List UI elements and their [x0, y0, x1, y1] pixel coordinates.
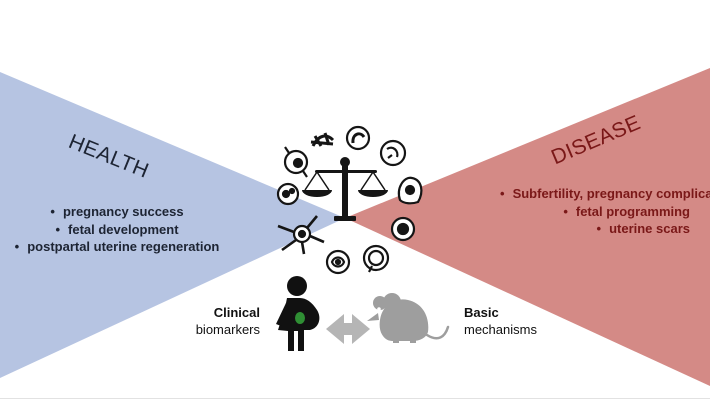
- health-list: pregnancy success fetal development post…: [4, 203, 230, 256]
- cell-icon: [325, 249, 351, 275]
- cell-icon: [277, 215, 325, 255]
- cell-icon: [283, 146, 309, 178]
- cell-icon: [276, 182, 300, 206]
- cell-icon: [362, 244, 390, 273]
- basic-label-line2: mechanisms: [464, 322, 537, 337]
- cell-icon: [397, 176, 423, 205]
- cell-icon-ring: [276, 125, 423, 275]
- cell-icon: [310, 132, 335, 147]
- double-arrow-icon: [326, 314, 370, 344]
- balance-scale-icon: [302, 157, 388, 221]
- cell-icon: [379, 139, 407, 167]
- clinical-label-line1: Clinical: [213, 305, 260, 320]
- disease-list-item: uterine scars: [500, 220, 690, 238]
- basic-label-line1: Basic: [464, 305, 499, 320]
- pregnant-woman-icon: [276, 276, 320, 351]
- basic-mechanisms-label: Basic mechanisms: [464, 304, 564, 338]
- bottom-divider: [0, 398, 710, 399]
- health-list-item: postpartal uterine regeneration: [4, 238, 230, 256]
- health-list-item: pregnancy success: [4, 203, 230, 221]
- disease-list-item: fetal programming: [500, 203, 690, 221]
- disease-list-item: Subfertility, pregnancy complications: [500, 185, 710, 203]
- clinical-biomarkers-label: Clinical biomarkers: [180, 304, 260, 338]
- health-list-item: fetal development: [4, 221, 230, 239]
- disease-list: Subfertility, pregnancy complications fe…: [500, 185, 710, 238]
- cell-icon: [390, 216, 416, 242]
- cell-icon: [345, 125, 371, 151]
- clinical-label-line2: biomarkers: [195, 322, 260, 337]
- mouse-icon: [367, 293, 450, 343]
